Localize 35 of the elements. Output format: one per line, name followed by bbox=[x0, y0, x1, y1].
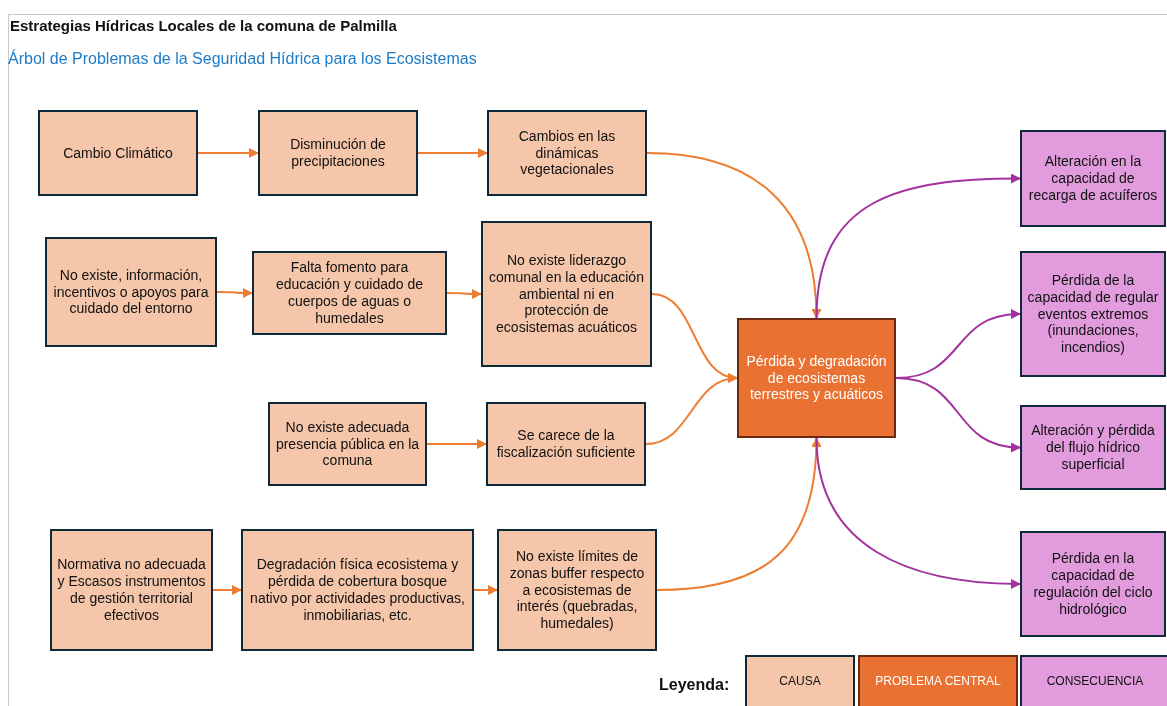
arrow bbox=[212, 585, 242, 595]
central-problem-box: Pérdida y degradación de ecosistemas terrestres y acuáticos bbox=[737, 318, 896, 438]
title: Estrategias Hídricas Locales de la comuna de Palmilla bbox=[10, 17, 397, 34]
cause-box: Cambios en las dinámicas vegetacionales bbox=[487, 110, 647, 196]
consequence-box: Pérdida de la capacidad de regular eventos extremos (inundaciones, incendios) bbox=[1020, 251, 1166, 377]
arrow bbox=[417, 148, 488, 158]
legend-swatch: PROBLEMA CENTRAL bbox=[858, 655, 1018, 706]
subtitle: Árbol de Problemas de la Seguridad Hídrica para los Ecosistemas bbox=[8, 50, 477, 68]
legend-swatch: CONSECUENCIA bbox=[1020, 655, 1167, 706]
arrow bbox=[815, 173, 1021, 319]
consequence-box: Pérdida en la capacidad de regulación del ciclo hidrológico bbox=[1020, 531, 1166, 637]
cause-box: No existe límites de zonas buffer respecto a ecosistemas de interés (quebradas, humedales) bbox=[497, 529, 657, 651]
cause-box: Degradación física ecosistema y pérdida de cobertura bosque nativo por actividades productivas, inmobiliarias, etc. bbox=[241, 529, 474, 651]
cause-box: Cambio Climático bbox=[38, 110, 198, 196]
arrow bbox=[473, 585, 498, 595]
arrow bbox=[426, 439, 487, 449]
cause-box: Se carece de la fiscalización suficiente bbox=[486, 402, 646, 486]
consequence-box: Alteración y pérdida del flujo hídrico superficial bbox=[1020, 405, 1166, 490]
cause-box: Normativa no adecuada y Escasos instrumentos de gestión territorial efectivos bbox=[50, 529, 213, 651]
legend-swatch: CAUSA bbox=[745, 655, 855, 706]
cause-box: Disminución de precipitaciones bbox=[258, 110, 418, 196]
arrow bbox=[645, 374, 738, 445]
arrow bbox=[815, 437, 1021, 589]
arrow bbox=[895, 377, 1021, 452]
consequence-box: Alteración en la capacidad de recarga de acuíferos bbox=[1020, 130, 1166, 227]
arrow bbox=[216, 287, 253, 298]
arrow bbox=[646, 152, 822, 319]
arrow bbox=[446, 288, 482, 299]
cause-box: No existe liderazgo comunal en la educación ambiental ni en protección de ecosistemas acuáticos bbox=[481, 221, 652, 367]
arrow bbox=[656, 437, 822, 591]
legend-title: Leyenda: bbox=[659, 676, 730, 694]
cause-box: No existe adecuada presencia pública en la comuna bbox=[268, 402, 427, 486]
cause-box: Falta fomento para educación y cuidado de cuerpos de aguas o humedales bbox=[252, 251, 447, 335]
cause-box: No existe, información, incentivos o apoyos para cuidado del entorno bbox=[45, 237, 217, 347]
arrow bbox=[197, 148, 259, 158]
